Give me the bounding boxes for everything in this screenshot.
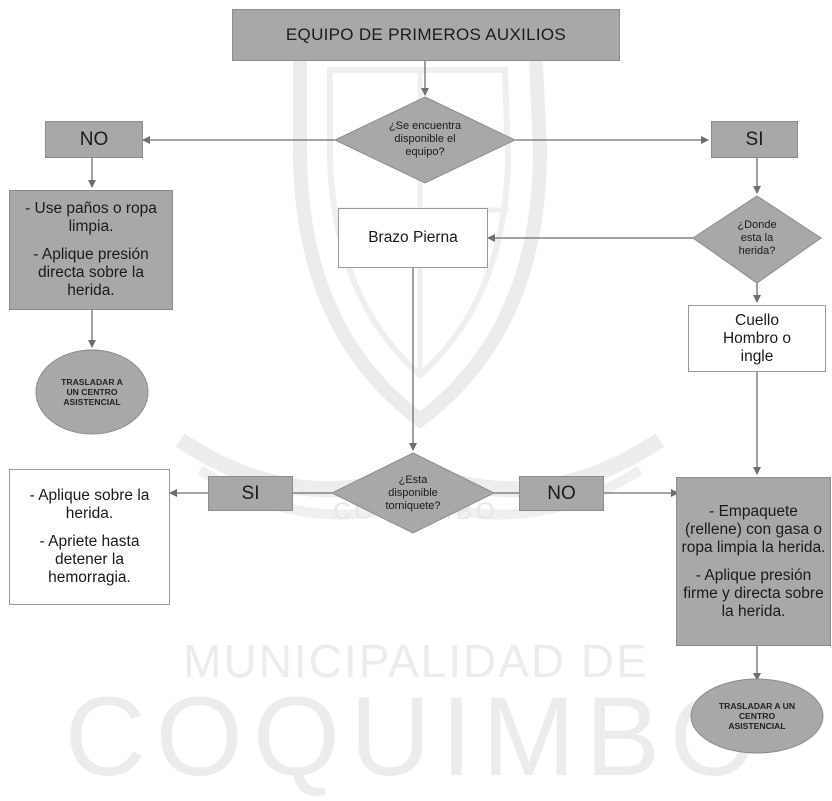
answer-si-equipment: SI bbox=[711, 121, 798, 158]
decision-diamond-wound-location bbox=[692, 195, 822, 284]
limb-box: Brazo Pierna bbox=[338, 208, 488, 268]
question-tourniquet-text: ¿Esta disponible torniquete? bbox=[385, 474, 441, 512]
answer-no-tourniquet: NO bbox=[519, 476, 604, 511]
neck-shoulder-groin-box: Cuello Hombro o ingle bbox=[688, 305, 826, 372]
pack-wound-steps-box: - Empaquete (rellene) con gasa o ropa li… bbox=[676, 477, 831, 646]
step-firm-pressure: - Aplique presión firme y directa sobre … bbox=[683, 566, 824, 620]
step-pack-wound: - Empaquete (rellene) con gasa o ropa li… bbox=[681, 502, 826, 556]
step-use-cloth: - Use paños o ropa limpia. bbox=[25, 200, 157, 235]
transfer-right-text: TRASLADAR A UN CENTRO ASISTENCIAL bbox=[718, 701, 796, 731]
tourniquet-steps-box: - Aplique sobre la herida. - Apriete has… bbox=[9, 469, 170, 605]
step-direct-pressure: - Aplique presión directa sobre la herid… bbox=[33, 246, 149, 299]
transfer-oval-left bbox=[35, 349, 149, 435]
flowchart-canvas: COQUIMBO MUNICIPALIDAD DE COQUIMBO bbox=[9, 9, 831, 799]
answer-no-equipment: NO bbox=[45, 121, 143, 158]
decision-diamond-tourniquet bbox=[330, 452, 496, 534]
step-apply-on-wound: - Aplique sobre la herida. bbox=[29, 487, 150, 522]
title-box: EQUIPO DE PRIMEROS AUXILIOS bbox=[232, 9, 620, 61]
question-equipment-text: ¿Se encuentra disponible el equipo? bbox=[388, 120, 462, 158]
no-equipment-steps-box: - Use paños o ropa limpia. - Aplique pre… bbox=[9, 190, 173, 310]
decision-diamond-equipment bbox=[333, 96, 517, 184]
flowchart-shapes bbox=[35, 60, 824, 754]
transfer-left-text: TRASLADAR A UN CENTRO ASISTENCIAL bbox=[61, 377, 123, 407]
step-tighten: - Apriete hasta detener la hemorragia. bbox=[39, 533, 140, 586]
answer-si-tourniquet: SI bbox=[208, 476, 293, 511]
transfer-oval-right bbox=[690, 678, 824, 754]
title-text: EQUIPO DE PRIMEROS AUXILIOS bbox=[285, 25, 567, 44]
question-wound-location-text: ¿Donde esta la herida? bbox=[737, 219, 777, 257]
